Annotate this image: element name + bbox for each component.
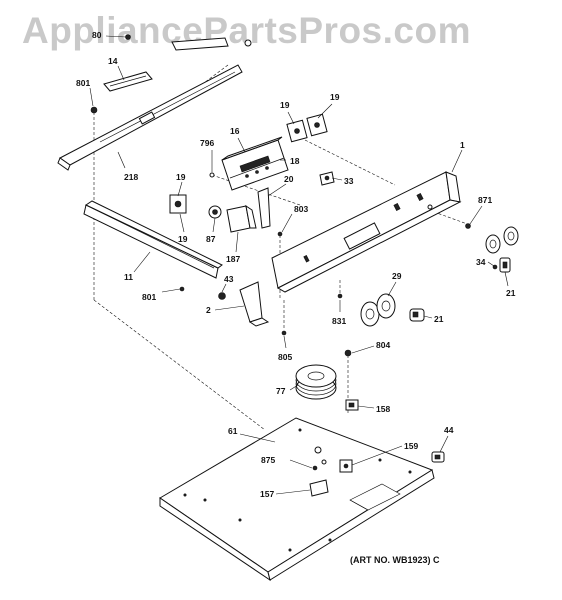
callout-159: 159 [404, 441, 418, 451]
callout-218: 218 [124, 172, 138, 182]
switch-187 [226, 204, 257, 233]
callout-61: 61 [228, 426, 238, 436]
infinite-switch-19-right [286, 113, 328, 143]
insulation-pad-14 [103, 71, 153, 92]
leader-lines [89, 35, 509, 495]
callout-187: 187 [226, 254, 240, 264]
callout-43: 43 [224, 274, 234, 284]
callout-14: 14 [108, 56, 118, 66]
callout-77: 77 [276, 386, 286, 396]
control-panel-1 [271, 171, 462, 293]
callout-805: 805 [278, 352, 292, 362]
screw-804 [344, 349, 352, 357]
knob-pair-29 [360, 293, 396, 327]
bracket-157 [309, 479, 329, 497]
clip-44 [431, 451, 445, 463]
bracket-20 [257, 187, 271, 229]
trim-rail-11 [83, 200, 223, 279]
callout-11: 11 [124, 272, 133, 282]
callout-18: 18 [290, 156, 300, 166]
callout-29: 29 [392, 271, 402, 281]
callout-831: 831 [332, 316, 346, 326]
callout-801-top: 80 [92, 30, 102, 40]
art-number-label: (ART NO. WB1923) C [350, 555, 440, 565]
callout-871: 871 [478, 195, 492, 205]
rear-bracket-218 [57, 64, 243, 171]
callout-21-lower: 21 [434, 314, 444, 324]
screw-801-top-left [90, 106, 98, 114]
thermostat-159 [339, 459, 353, 473]
knob-pair-upper-right [485, 226, 519, 254]
top-small-bracket [125, 34, 252, 51]
clock-timer-16 [221, 136, 289, 191]
callout-19-upper-right: 19 [330, 92, 340, 102]
callout-19-upper-left: 19 [280, 100, 290, 110]
bracket-2 [239, 281, 270, 327]
indicator-light-33 [319, 171, 335, 186]
knob-21-lower [409, 308, 425, 322]
callout-21-right: 21 [506, 288, 516, 298]
clip-158 [345, 399, 359, 411]
callout-158: 158 [376, 404, 390, 414]
callout-19-left-bottom: 19 [178, 234, 188, 244]
callout-2: 2 [206, 305, 211, 315]
grommet-43 [218, 292, 226, 300]
screw-796 [209, 172, 215, 178]
screw-805 [281, 330, 287, 336]
callout-33: 33 [344, 176, 354, 186]
knob-21-right [499, 257, 511, 273]
callout-801-bottom: 801 [142, 292, 156, 302]
callout-16: 16 [230, 126, 240, 136]
callout-875: 875 [261, 455, 275, 465]
element-coil-77 [295, 364, 337, 400]
screw-801-bottom [179, 286, 185, 292]
ring-87 [208, 205, 222, 219]
callout-1: 1 [460, 140, 465, 150]
callout-34: 34 [476, 257, 486, 267]
callout-labels: 80 14 801 218 796 16 18 19 19 19 19 20 3… [76, 30, 516, 499]
callout-87: 87 [206, 234, 216, 244]
screw-831 [337, 293, 343, 299]
screw-871 [465, 223, 471, 229]
callout-801-left: 801 [76, 78, 90, 88]
callout-44: 44 [444, 425, 454, 435]
screw-875 [312, 465, 318, 471]
base-pan-61 [159, 417, 435, 582]
callout-796: 796 [200, 138, 214, 148]
infinite-switch-19-left [169, 194, 187, 214]
callout-157: 157 [260, 489, 274, 499]
screw-803 [277, 231, 283, 237]
callout-803: 803 [294, 204, 308, 214]
callout-19-left-top: 19 [176, 172, 186, 182]
callout-804: 804 [376, 340, 390, 350]
callout-20: 20 [284, 174, 294, 184]
